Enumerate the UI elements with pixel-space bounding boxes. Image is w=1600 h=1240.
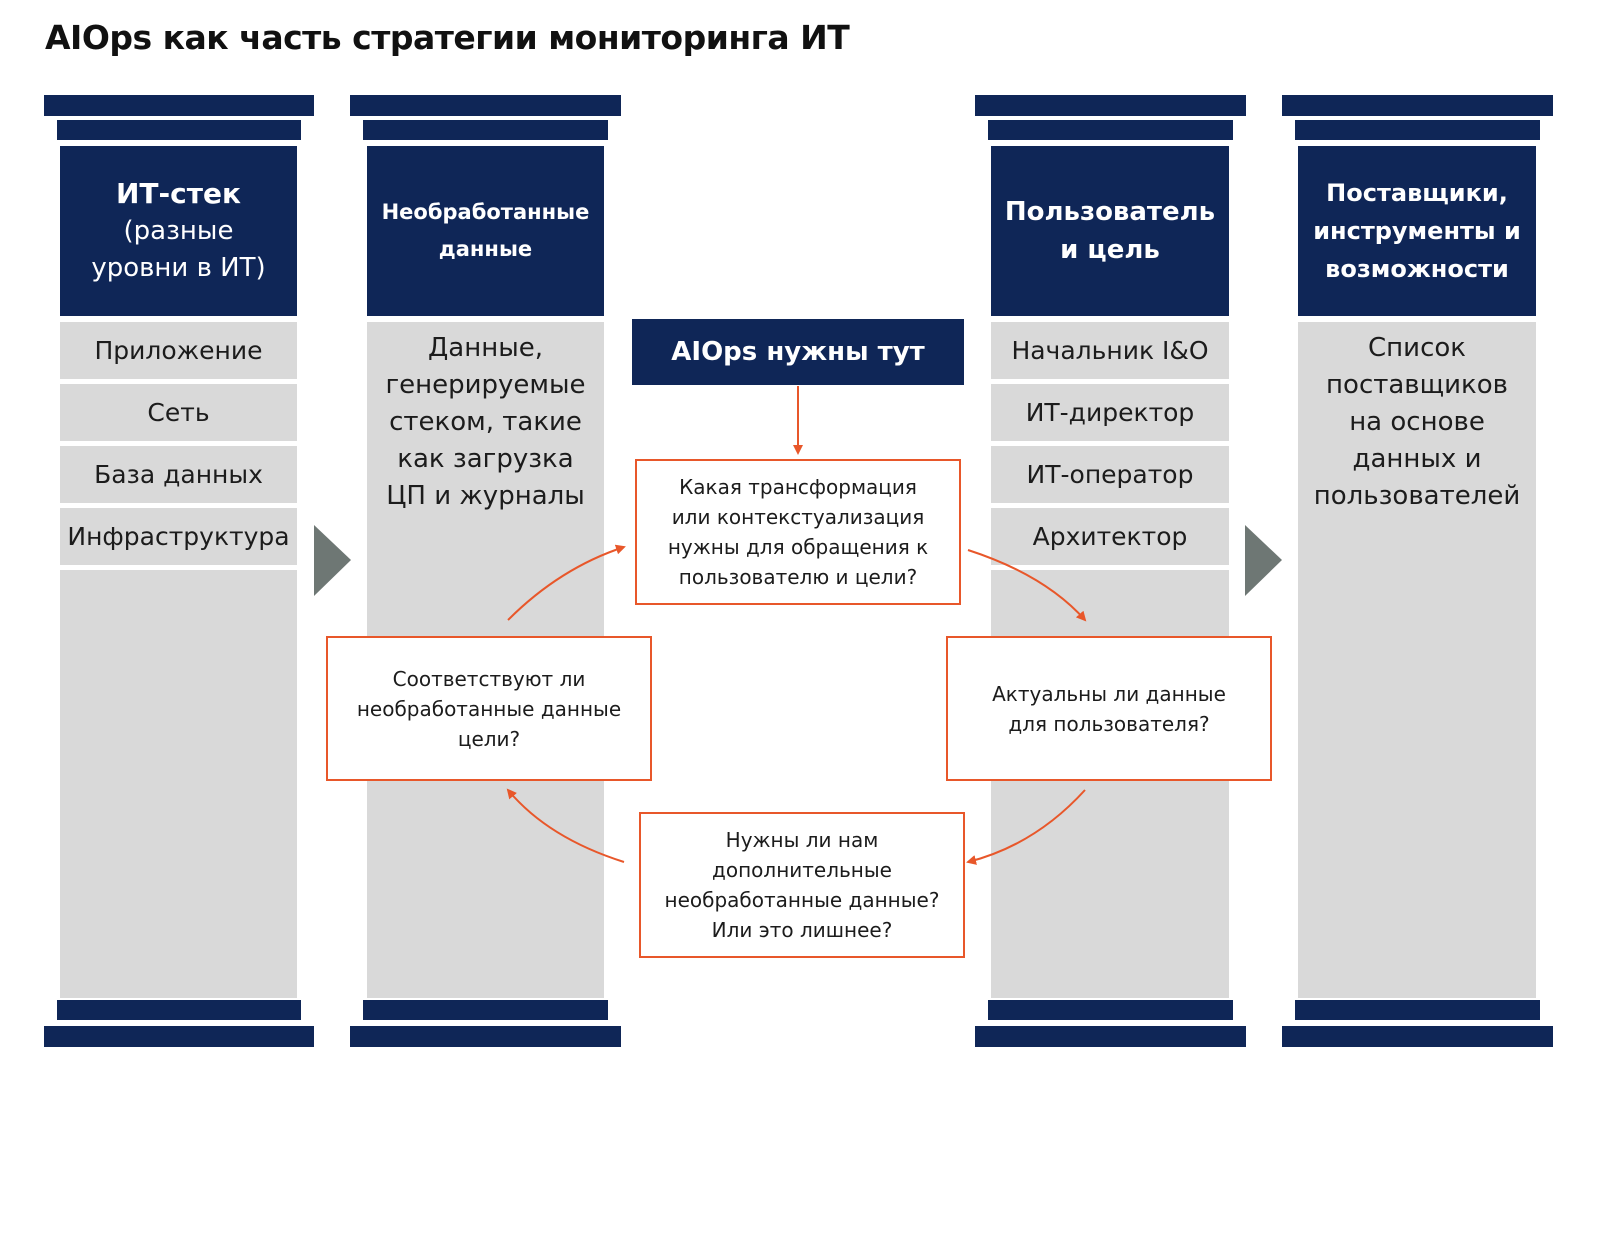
pillar-header-title: Поставщики, [1326, 179, 1508, 207]
pillar-header-title: ИТ-стек [116, 177, 241, 210]
row-divider [60, 503, 297, 508]
pillar-header-title: и цель [1060, 235, 1160, 265]
pillar-base-bottom [975, 1026, 1246, 1047]
user-row-cio: ИТ-директор [991, 384, 1229, 441]
pillar-capital-bottom [57, 120, 301, 140]
pillar-base-top [1295, 1000, 1540, 1020]
pillar-capital-bottom [1295, 120, 1540, 140]
question-line: необработанные данные [356, 696, 622, 721]
pillar-header: ИТ-стек (разные уровни в ИТ) [60, 146, 297, 316]
cycle-arrow-right-to-bottom [966, 789, 1086, 865]
body-line: стеком, такие [389, 407, 582, 437]
pillar-body-text: Список поставщиков на основе данных и по… [1292, 330, 1542, 515]
pillar-capital-top [44, 95, 314, 116]
pillar-header-title: инструменты и [1313, 217, 1521, 245]
cycle-arrow-left-to-top [507, 544, 626, 621]
body-line: ЦП и журналы [386, 481, 585, 511]
pillar-base-bottom [350, 1026, 621, 1047]
pillar-capital-top [1282, 95, 1553, 116]
pillar-header: Необработанные данные [367, 146, 604, 316]
question-box-transformation: Какая трансформация или контекстуализаци… [635, 459, 961, 605]
row-divider [60, 565, 297, 570]
row-divider [991, 441, 1229, 446]
stack-row-application: Приложение [60, 322, 297, 379]
pillar-base-bottom [44, 1026, 314, 1047]
question-box-data-relevance: Актуальны ли данные для пользователя? [946, 636, 1272, 781]
body-line: пользователей [1313, 481, 1521, 511]
question-line: необработанные данные? [664, 888, 940, 912]
flow-arrow-right-icon [1245, 525, 1282, 596]
body-line: на основе [1349, 407, 1485, 437]
question-line: пользователю и цели? [678, 565, 918, 589]
row-divider [991, 379, 1229, 384]
pillar-capital-bottom [988, 120, 1233, 140]
user-row-io-head: Начальник I&O [991, 322, 1229, 379]
body-line: данных и [1352, 444, 1482, 474]
pillar-base-top [988, 1000, 1233, 1020]
stack-row-network: Сеть [60, 384, 297, 441]
question-line: для пользователя? [1008, 711, 1210, 736]
pillar-header: Пользователь и цель [991, 146, 1229, 316]
pillar-shaft [1298, 322, 1536, 998]
aiops-label: AIOps нужны тут [632, 319, 964, 385]
pillar-header-title: данные [438, 237, 533, 261]
stack-row-database: База данных [60, 446, 297, 503]
body-line: поставщиков [1326, 370, 1508, 400]
flow-arrow-right-icon [314, 525, 351, 596]
question-box-raw-data-fit: Соответствуют ли необработанные данные ц… [326, 636, 652, 781]
pillar-header-subtitle: уровни в ИТ) [91, 253, 266, 283]
pillar-capital-top [350, 95, 621, 116]
cycle-arrow-top-to-right [967, 549, 1087, 622]
question-box-more-data: Нужны ли нам дополнительные необработанн… [639, 812, 965, 958]
question-line: дополнительные [712, 858, 892, 882]
pillar-header-subtitle: (разные [123, 216, 234, 246]
question-line: Актуальны ли данные [992, 681, 1226, 706]
pillar-base-bottom [1282, 1026, 1553, 1047]
pillar-capital-top [975, 95, 1246, 116]
user-row-operator: ИТ-оператор [991, 446, 1229, 503]
row-divider [60, 441, 297, 446]
body-line: Список [1368, 333, 1466, 363]
pillar-header-title: возможности [1325, 255, 1509, 283]
question-line: Какая трансформация [679, 475, 917, 499]
pillar-capital-bottom [363, 120, 608, 140]
row-divider [991, 503, 1229, 508]
question-line: Нужны ли нам [725, 828, 879, 852]
row-divider [60, 379, 297, 384]
row-divider [991, 565, 1229, 570]
question-line: Или это лишнее? [711, 918, 893, 942]
cycle-arrow-bottom-to-left [506, 788, 625, 863]
pillar-header-title: Пользователь [1004, 197, 1216, 227]
user-row-architect: Архитектор [991, 508, 1229, 565]
pillar-base-top [363, 1000, 608, 1020]
pillar-header: Поставщики, инструменты и возможности [1298, 146, 1536, 316]
page-title: AIOps как часть стратегии мониторинга ИТ [45, 18, 850, 57]
question-line: или контекстуализация [671, 505, 925, 529]
pillar-body-text: Данные, генерируемые стеком, такие как з… [367, 330, 604, 515]
body-line: Данные, [427, 333, 544, 363]
pillar-header-title: Необработанные [381, 200, 590, 224]
question-line: Соответствуют ли [392, 666, 586, 691]
question-line: цели? [457, 726, 521, 751]
body-line: генерируемые [385, 370, 586, 400]
stack-row-infrastructure: Инфраструктура [60, 508, 297, 565]
body-line: как загрузка [397, 444, 574, 474]
question-line: нужны для обращения к [667, 535, 929, 559]
pillar-base-top [57, 1000, 301, 1020]
